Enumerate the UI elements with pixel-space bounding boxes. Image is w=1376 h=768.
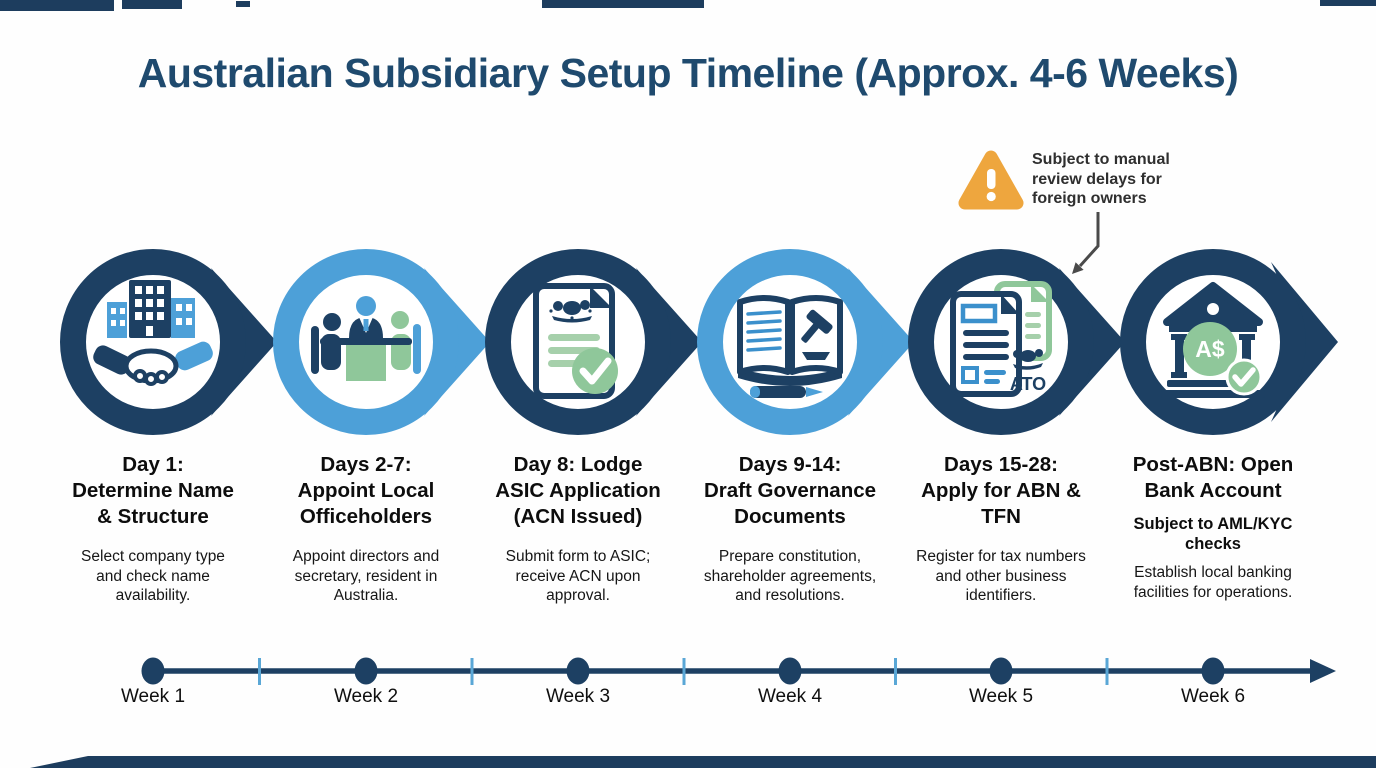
meeting-officeholders-icon — [311, 296, 421, 381]
annotation-arrow — [1072, 212, 1100, 274]
step-5-title: Days 15-28: Apply for ABN & TFN — [921, 453, 1081, 528]
handshake-buildings-icon — [93, 280, 213, 386]
timeline-dot — [141, 657, 165, 685]
annotation-text: Subject to manual review delays for fore… — [1032, 151, 1170, 207]
timeline-dot — [989, 657, 1013, 685]
timeline-arrowhead-icon — [1310, 659, 1336, 683]
step-6-title: Post-ABN: Open Bank Account — [1132, 453, 1294, 502]
timeline-dot — [778, 657, 802, 685]
step-2-description: Appoint directors and secretary, residen… — [292, 548, 440, 604]
step-6-note: Subject to AML/KYC checks — [1133, 515, 1293, 553]
week-label-2: Week 2 — [333, 686, 399, 707]
step-4-description: Prepare constitution, shareholder agreem… — [703, 548, 877, 604]
step-1-title: Day 1: Determine Name & Structure — [72, 453, 234, 528]
page-title: Australian Subsidiary Setup Timeline (Ap… — [137, 50, 1239, 96]
week-label-1: Week 1 — [120, 686, 186, 707]
ato-label: ATO — [1010, 374, 1046, 394]
step-3-description: Submit form to ASIC; receive ACN upon ap… — [505, 548, 651, 604]
step-3-title: Day 8: Lodge ASIC Application (ACN Issue… — [495, 453, 661, 528]
timeline-dot — [354, 657, 378, 685]
step-2-title: Days 2-7: Appoint Local Officeholders — [297, 453, 435, 528]
week-label-6: Week 6 — [1180, 686, 1246, 707]
ato-forms-icon: ATO — [950, 281, 1052, 397]
ato-crest-icon — [1013, 349, 1043, 370]
timeline-dot — [566, 657, 590, 685]
week-label-3: Week 3 — [545, 686, 611, 707]
pen-icon — [750, 386, 823, 398]
governance-book-icon — [737, 295, 843, 398]
aud-circle-icon — [1183, 322, 1237, 376]
bank-icon: A$ — [1161, 282, 1265, 398]
decorative-edge-bottom — [30, 756, 1376, 768]
step-6-description: Establish local banking facilities for o… — [1133, 564, 1293, 601]
timeline-dot — [1201, 657, 1225, 685]
step-5-description: Register for tax numbers and other busin… — [916, 548, 1086, 604]
coat-of-arms-icon — [549, 300, 592, 323]
aud-label: A$ — [1195, 336, 1225, 362]
asic-document-icon — [533, 283, 618, 399]
step-1-description: Select company type and check name avail… — [81, 548, 225, 604]
step-4-title: Days 9-14: Draft Governance Documents — [703, 453, 877, 528]
warning-triangle-icon — [958, 150, 1024, 210]
decorative-edge-top — [0, 0, 1376, 11]
check-circle-icon — [572, 348, 618, 394]
week-label-5: Week 5 — [968, 686, 1034, 707]
week-label-4: Week 4 — [757, 686, 823, 707]
timeline — [141, 657, 1336, 685]
gavel-icon — [801, 309, 833, 360]
